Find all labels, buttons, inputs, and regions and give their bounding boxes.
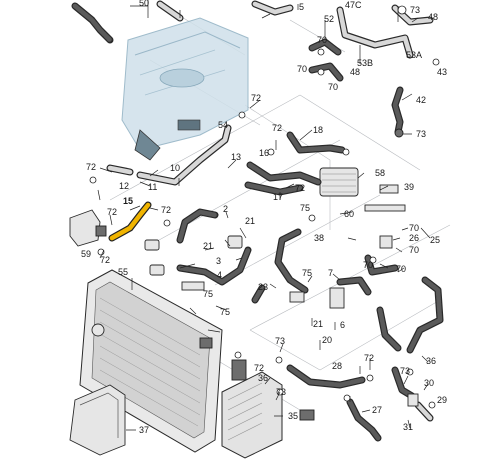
callout-labels: 50 47C 5 52 73 48 70 48 70 53B 53A 43 70…	[81, 0, 447, 435]
label-5: 5	[299, 2, 304, 12]
label-21-lower: 21	[313, 319, 323, 329]
label-70-group25-b: 70	[409, 245, 419, 255]
oil-cooler	[319, 167, 359, 197]
label-39: 39	[404, 182, 414, 192]
label-25: 25	[430, 235, 440, 245]
label-70-mid: 70	[297, 64, 307, 74]
label-75-left: 75	[203, 289, 213, 299]
label-54: 54	[218, 120, 228, 130]
label-36: 36	[426, 356, 436, 366]
label-13: 13	[231, 152, 241, 162]
label-59: 59	[81, 249, 91, 259]
label-26: 26	[409, 233, 419, 243]
small-parts	[89, 5, 440, 421]
label-52: 52	[324, 14, 334, 24]
label-70-low: 70	[328, 82, 338, 92]
label-23: 23	[258, 282, 268, 292]
label-47c: 47C	[345, 0, 362, 10]
label-3: 3	[216, 256, 221, 266]
label-48-mid: 48	[350, 67, 360, 77]
label-50: 50	[139, 0, 149, 8]
label-37: 37	[139, 425, 149, 435]
label-75-upper: 75	[300, 203, 310, 213]
label-75-mid: 75	[302, 268, 312, 278]
label-72-left: 72	[86, 162, 96, 172]
label-53a: 53A	[406, 50, 422, 60]
label-72-lower: 72	[254, 363, 264, 373]
label-31: 31	[403, 422, 413, 432]
guide-lines	[109, 9, 451, 411]
charge-air-cooler	[221, 359, 283, 459]
air-guide-37	[69, 384, 126, 456]
label-6: 6	[340, 320, 345, 330]
label-42: 42	[416, 95, 426, 105]
label-4: 4	[217, 270, 222, 280]
label-29: 29	[437, 395, 447, 405]
label-35: 35	[288, 411, 298, 421]
label-16: 16	[259, 148, 269, 158]
label-27: 27	[372, 405, 382, 415]
label-53b: 53B	[357, 58, 373, 68]
label-72-mid: 72	[272, 123, 282, 133]
label-36-lower: 36	[258, 373, 268, 383]
label-72-center: 72	[295, 183, 305, 193]
label-75-lower: 75	[220, 307, 230, 317]
label-70-lower-a: 70	[363, 260, 373, 270]
label-43: 43	[437, 67, 447, 77]
label-12: 12	[119, 181, 129, 191]
label-21-upper: 21	[245, 216, 255, 226]
radiator	[79, 269, 223, 453]
engine-block	[121, 17, 249, 161]
label-30: 30	[424, 378, 434, 388]
label-11: 11	[148, 182, 157, 192]
label-60: 60	[344, 209, 354, 219]
label-72-hose15-right: 72	[161, 205, 171, 215]
label-18: 18	[313, 125, 323, 135]
label-20: 20	[322, 335, 332, 345]
label-48-right: 48	[428, 12, 438, 22]
label-17: 17	[273, 192, 283, 202]
label-7: 7	[328, 268, 333, 278]
label-72-right: 72	[364, 353, 374, 363]
label-38: 38	[314, 233, 324, 243]
label-15-highlighted: 15	[123, 196, 133, 206]
label-73-bottom: 73	[276, 387, 286, 397]
label-73-lower: 73	[400, 366, 410, 376]
label-73-top: 73	[410, 5, 420, 15]
label-73-right: 73	[416, 129, 426, 139]
label-55: 55	[118, 267, 128, 277]
label-2: 2	[223, 204, 228, 214]
label-70-upper: 70	[317, 35, 327, 45]
label-21-mid: 21	[203, 241, 213, 251]
label-70-lower-b: 70	[396, 264, 406, 274]
label-73-mid: 73	[275, 336, 285, 346]
expansion-tank	[69, 209, 107, 247]
label-10: 10	[170, 163, 180, 173]
label-28: 28	[332, 361, 342, 371]
label-58: 58	[375, 168, 385, 178]
leader-lines	[97, 0, 431, 431]
hoses	[71, 0, 444, 442]
label-72-hose15: 72	[107, 207, 117, 217]
label-72-top: 72	[251, 93, 261, 103]
label-72-tank: 72	[100, 255, 110, 265]
label-70-group25-a: 70	[409, 223, 419, 233]
